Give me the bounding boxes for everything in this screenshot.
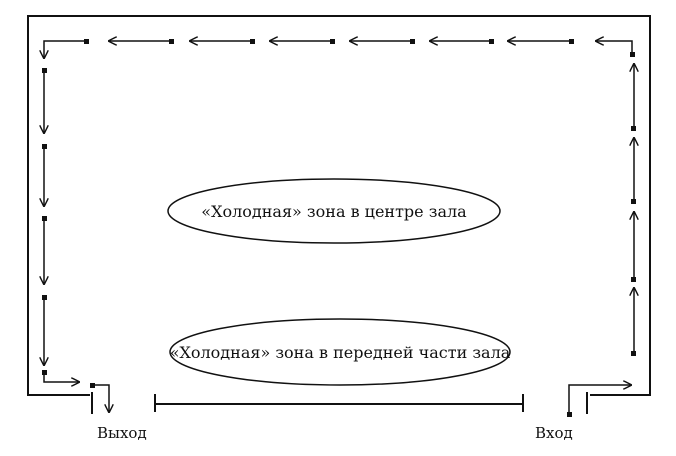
exit-label: Выход bbox=[97, 424, 147, 442]
exit-arrow-2 bbox=[92, 384, 109, 412]
cold-zone-center-label: «Холодная» зона в центре зала bbox=[201, 202, 467, 221]
cold-zone-center: «Холодная» зона в центре зала bbox=[167, 178, 501, 244]
flow-corner-top-left bbox=[44, 40, 86, 58]
exit-arrow-1 bbox=[43, 372, 79, 382]
store-walls bbox=[27, 15, 651, 414]
wall-left-top-right bbox=[27, 15, 651, 396]
top-flow bbox=[44, 40, 633, 58]
exit-path bbox=[43, 372, 109, 412]
flow-nodes bbox=[42, 39, 636, 417]
cold-zone-front: «Холодная» зона в передней части зала bbox=[169, 318, 511, 386]
flow-corner-top-right bbox=[596, 41, 633, 52]
entry-label: Вход bbox=[535, 424, 573, 442]
entry-path bbox=[568, 385, 631, 415]
cold-zone-front-label: «Холодная» зона в передней части зала bbox=[170, 343, 511, 362]
entry-arrow bbox=[568, 385, 631, 392]
